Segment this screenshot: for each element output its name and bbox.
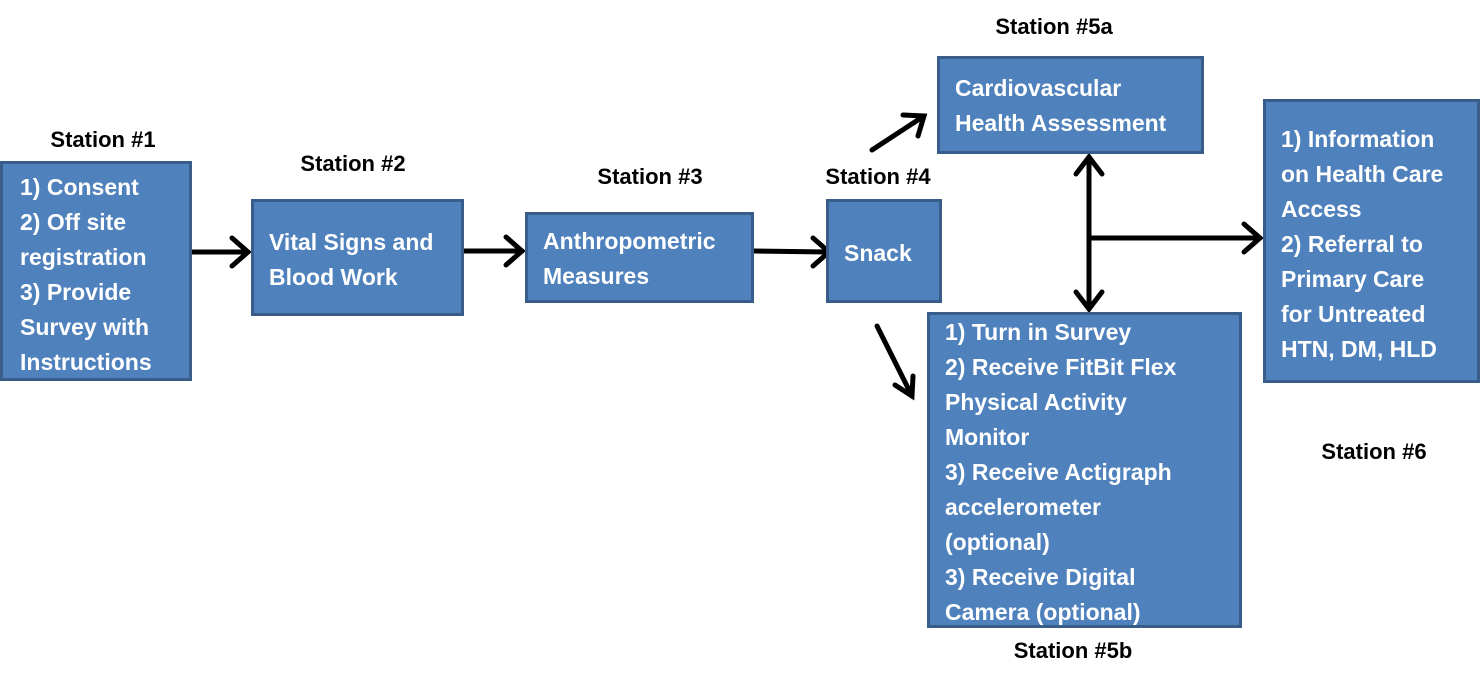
station-6-label: Station #6: [1321, 439, 1427, 464]
station-1-line: Instructions: [20, 349, 152, 375]
station-1-line: 1) Consent: [20, 174, 139, 200]
station-3-line: Anthropometric: [543, 228, 716, 254]
station-5b-line: 2) Receive FitBit Flex: [945, 354, 1177, 380]
station-5b-line: Monitor: [945, 424, 1030, 450]
station-6-box: 1) Information on Health Care Access 2) …: [1263, 99, 1480, 383]
station-1-label: Station #1: [50, 127, 156, 152]
station-2-label: Station #2: [300, 151, 406, 176]
station-5b-box: 1) Turn in Survey 2) Receive FitBit Flex…: [927, 312, 1242, 628]
arrow-4-to-5b-head: [892, 373, 916, 401]
station-5b-line: Physical Activity: [945, 389, 1127, 415]
station-1-line: 3) Provide: [20, 279, 132, 305]
station-5a-box: Cardiovascular Health Assessment: [937, 56, 1204, 154]
station-5a-line: Cardiovascular: [955, 75, 1122, 101]
arrow-to-6-head: [1241, 221, 1264, 255]
station-6-line: for Untreated: [1281, 301, 1426, 327]
station-6-line: Access: [1281, 196, 1362, 222]
station-5a-label: Station #5a: [995, 14, 1113, 39]
station-4-line: Snack: [844, 240, 912, 266]
station-2-box: Vital Signs and Blood Work: [251, 199, 464, 316]
station-4-box: Snack: [826, 199, 942, 303]
station-5b-line: 3) Receive Digital: [945, 564, 1136, 590]
arrow-3-to-4: [751, 248, 832, 255]
station-1-line: 2) Off site: [20, 209, 127, 235]
station-1-line: Survey with: [20, 314, 150, 340]
station-6-line: 2) Referral to: [1281, 231, 1423, 257]
station-1-box: 1) Consent 2) Off site registration 3) P…: [0, 161, 192, 381]
station-1-line: registration: [20, 244, 147, 270]
station-6-line: on Health Care: [1281, 161, 1444, 187]
station-4-label: Station #4: [825, 164, 931, 189]
arrow-4-to-5a: [869, 113, 927, 153]
arrow-4-to-5a-head: [900, 112, 928, 139]
station-5b-line: 1) Turn in Survey: [945, 319, 1132, 345]
station-6-line: 1) Information: [1281, 126, 1435, 152]
arrow-1-to-2-head: [229, 235, 252, 269]
station-3-box: Anthropometric Measures: [525, 212, 754, 303]
station-6-line: HTN, DM, HLD: [1281, 336, 1437, 362]
station-2-line: Blood Work: [269, 264, 398, 290]
station-3-label: Station #3: [597, 164, 703, 189]
station-5a-line: Health Assessment: [955, 110, 1167, 136]
station-3-line: Measures: [543, 263, 650, 289]
station-2-line: Vital Signs and: [269, 229, 434, 255]
station-5b-line: 3) Receive Actigraph: [945, 459, 1172, 485]
station-5b-line: Camera (optional): [945, 599, 1141, 625]
station-5b-line: (optional): [945, 529, 1050, 555]
arrow-4-to-5b: [874, 323, 915, 399]
station-5b-line: accelerometer: [945, 494, 1101, 520]
station-6-line: Primary Care: [1281, 266, 1425, 292]
arrow-up-head: [1073, 152, 1105, 177]
station-5b-label: Station #5b: [1013, 638, 1133, 663]
arrow-2-to-3-head: [503, 234, 526, 268]
arrow-down-head: [1073, 289, 1105, 314]
